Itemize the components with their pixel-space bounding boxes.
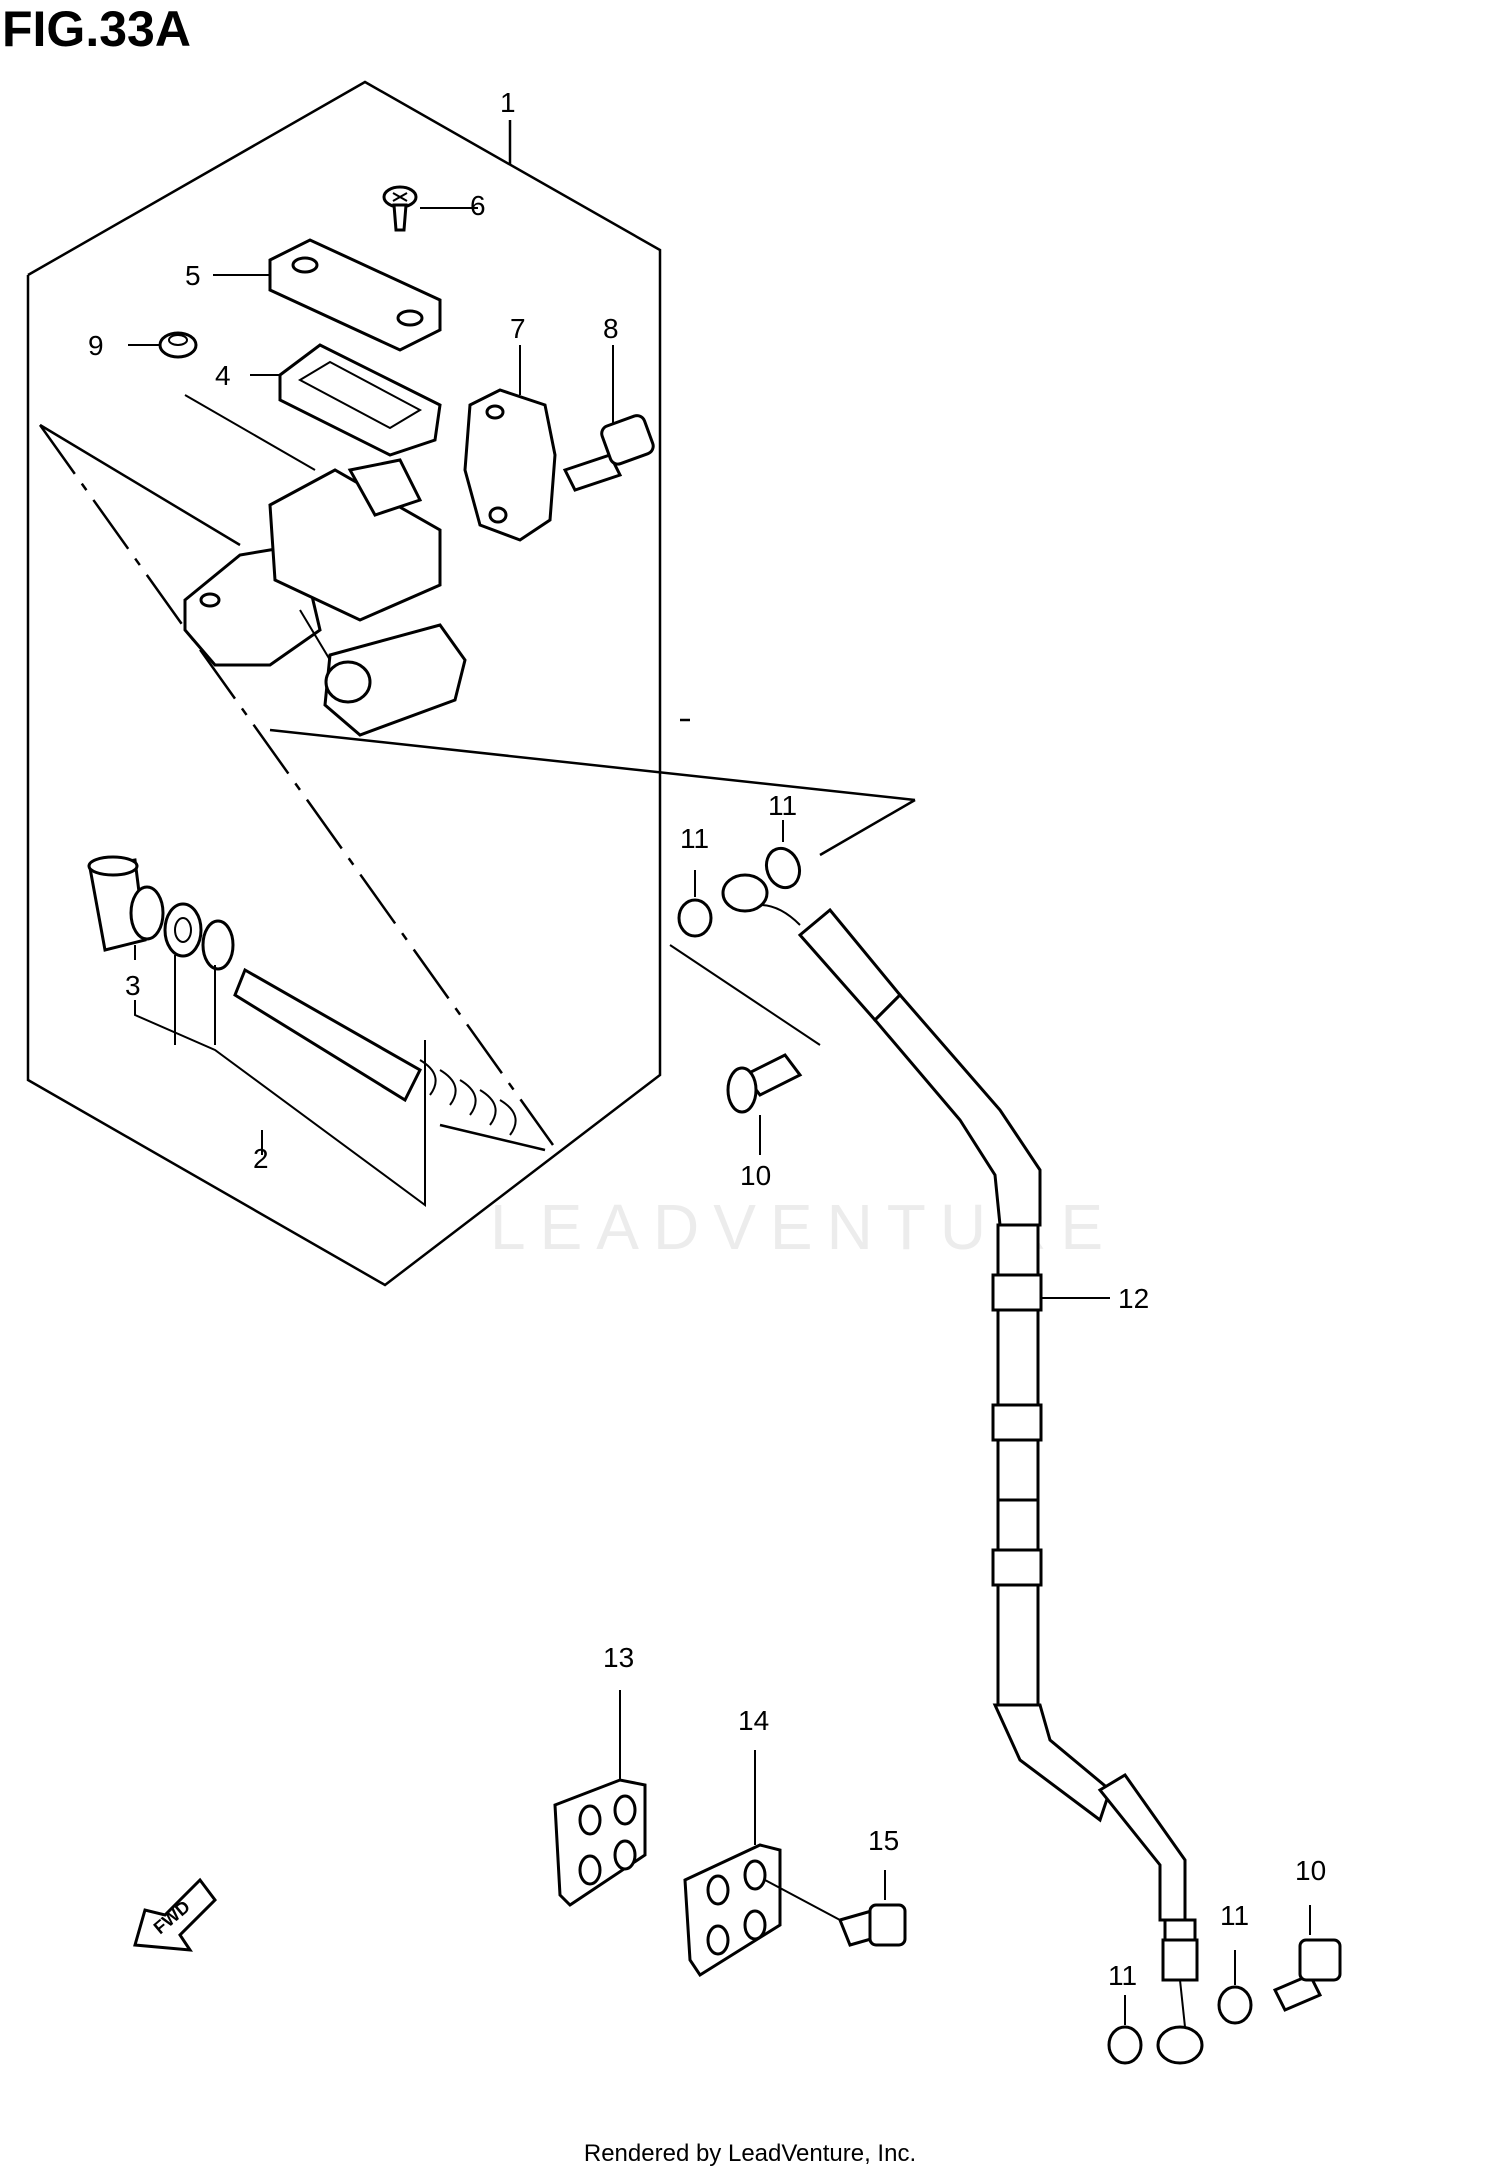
callout-10-upper: 10 — [740, 1160, 771, 1191]
callout-5: 5 — [185, 260, 201, 291]
callout-1: 1 — [500, 87, 516, 118]
figure-title: FIG.33A — [2, 1, 191, 57]
callout-6: 6 — [470, 190, 486, 221]
piston-set — [87, 855, 546, 1152]
callout-4: 4 — [215, 360, 231, 391]
callout-10-lower: 10 — [1295, 1855, 1326, 1886]
reservoir-diaphragm — [278, 343, 442, 457]
callout-9: 9 — [88, 330, 104, 361]
callout-labels: 1 2 3 4 5 6 7 8 9 10 10 11 11 11 11 12 1… — [88, 87, 1326, 1991]
callout-12: 12 — [1118, 1283, 1149, 1314]
callout-2: 2 — [253, 1143, 269, 1174]
callout-11-upper-right: 11 — [768, 790, 797, 821]
master-cylinder-body — [183, 458, 467, 737]
callout-15: 15 — [868, 1825, 899, 1856]
clamp-holder — [463, 388, 557, 542]
reservoir-cap — [268, 238, 442, 352]
brake-hose — [721, 873, 1204, 2065]
clamp-bolt — [562, 414, 655, 492]
callout-8: 8 — [603, 313, 619, 344]
cap-screw — [382, 185, 418, 232]
callout-3: 3 — [125, 970, 141, 1001]
washers-and-bolts — [669, 820, 1342, 2065]
callout-11-lower-left: 11 — [1108, 1960, 1137, 1991]
cap-seal — [158, 331, 198, 359]
footer-credit: Rendered by LeadVenture, Inc. — [583, 2140, 917, 2167]
callout-13: 13 — [603, 1642, 634, 1673]
assembly-outline — [26, 80, 916, 1287]
brackets — [553, 1690, 907, 1978]
callout-14: 14 — [738, 1705, 769, 1736]
callout-7: 7 — [510, 313, 526, 344]
fwd-arrow-icon: FWD — [133, 1877, 217, 1952]
callout-11-upper-left: 11 — [680, 823, 709, 854]
leader-lines — [128, 207, 614, 1207]
callout-11-lower-right: 11 — [1220, 1900, 1249, 1931]
